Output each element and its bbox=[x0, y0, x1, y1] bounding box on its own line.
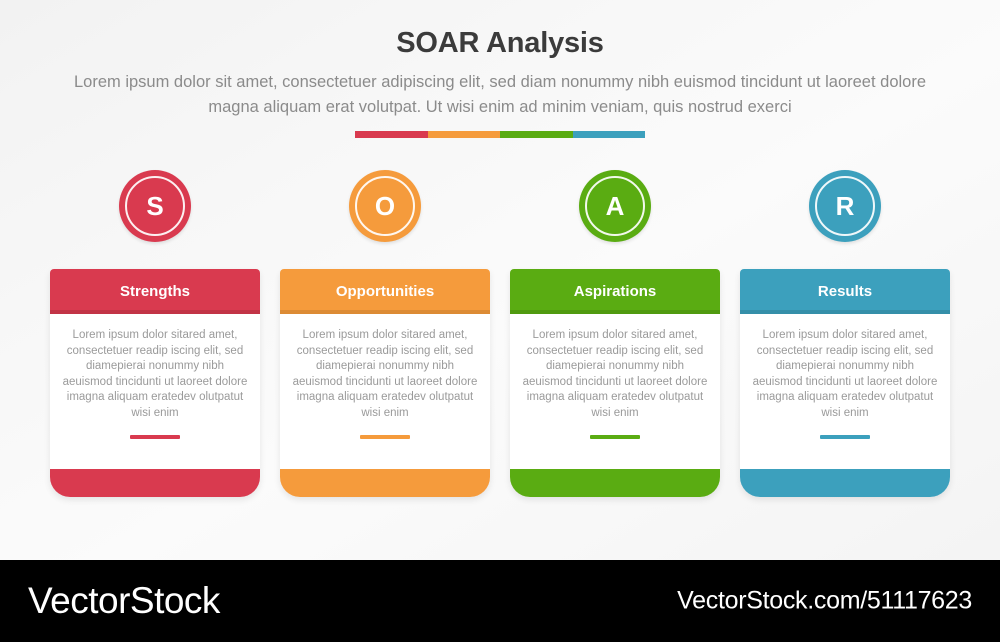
card-description: Lorem ipsum dolor sitared amet, consecte… bbox=[62, 329, 248, 419]
accent-dash bbox=[590, 435, 640, 439]
artboard: SOAR Analysis Lorem ipsum dolor sit amet… bbox=[0, 0, 1000, 560]
badge-letter: R bbox=[835, 191, 855, 221]
soar-card-opportunities[interactable]: Opportunities Lorem ipsum dolor sitared … bbox=[280, 269, 490, 497]
letter-badge-circle-icon[interactable]: A bbox=[579, 170, 651, 242]
vectorstock-logo: VectorStock bbox=[28, 580, 220, 621]
divider-segment-4 bbox=[572, 131, 645, 138]
card-header: Results bbox=[740, 269, 950, 314]
card-title: Aspirations bbox=[573, 283, 657, 300]
card-header: Opportunities bbox=[280, 269, 490, 314]
badge-letter: A bbox=[605, 191, 625, 221]
card-header: Aspirations bbox=[510, 269, 720, 314]
badge-letter: O bbox=[374, 191, 396, 221]
accent-dash bbox=[130, 435, 180, 439]
badge-wrap-aspirations: A bbox=[510, 170, 720, 266]
card-title: Strengths bbox=[119, 283, 190, 300]
card-description: Lorem ipsum dolor sitared amet, consecte… bbox=[292, 329, 478, 419]
soar-card-strengths[interactable]: Strengths Lorem ipsum dolor sitared amet… bbox=[50, 269, 260, 497]
accent-dash bbox=[820, 435, 870, 439]
soar-columns: S Strengths Lorem ipsum dolor sitared am… bbox=[0, 170, 1000, 510]
card-body: Lorem ipsum dolor sitared amet, consecte… bbox=[280, 314, 490, 469]
page-subtitle: Lorem ipsum dolor sit amet, consectetuer… bbox=[73, 73, 927, 116]
badge-wrap-results: R bbox=[740, 170, 950, 266]
card-header: Strengths bbox=[50, 269, 260, 314]
divider-segment-1 bbox=[355, 131, 428, 138]
badge-wrap-strengths: S bbox=[50, 170, 260, 266]
accent-dash bbox=[360, 435, 410, 439]
page-title: SOAR Analysis bbox=[396, 27, 604, 59]
card-title: Results bbox=[817, 283, 873, 300]
card-description: Lorem ipsum dolor sitared amet, consecte… bbox=[752, 329, 938, 419]
card-body: Lorem ipsum dolor sitared amet, consecte… bbox=[510, 314, 720, 469]
card-footer-strip bbox=[510, 469, 720, 497]
card-body: Lorem ipsum dolor sitared amet, consecte… bbox=[50, 314, 260, 469]
letter-badge-circle-icon[interactable]: S bbox=[119, 170, 191, 242]
divider-segment-3 bbox=[500, 131, 573, 138]
divider-segment-2 bbox=[427, 131, 500, 138]
vectorstock-url: VectorStock.com/51117623 bbox=[677, 586, 972, 615]
card-description: Lorem ipsum dolor sitared amet, consecte… bbox=[522, 329, 708, 419]
card-footer-strip bbox=[280, 469, 490, 497]
watermark-bar: VectorStock VectorStock.com/51117623 bbox=[0, 560, 1000, 642]
card-footer-strip bbox=[740, 469, 950, 497]
soar-card-aspirations[interactable]: Aspirations Lorem ipsum dolor sitared am… bbox=[510, 269, 720, 497]
card-title: Opportunities bbox=[335, 283, 435, 300]
letter-badge-circle-icon[interactable]: O bbox=[349, 170, 421, 242]
card-body: Lorem ipsum dolor sitared amet, consecte… bbox=[740, 314, 950, 469]
letter-badge-circle-icon[interactable]: R bbox=[809, 170, 881, 242]
card-footer-strip bbox=[50, 469, 260, 497]
badge-wrap-opportunities: O bbox=[280, 170, 490, 266]
color-divider-bar bbox=[355, 131, 645, 138]
badge-letter: S bbox=[146, 191, 164, 221]
soar-card-results[interactable]: Results Lorem ipsum dolor sitared amet, … bbox=[740, 269, 950, 497]
